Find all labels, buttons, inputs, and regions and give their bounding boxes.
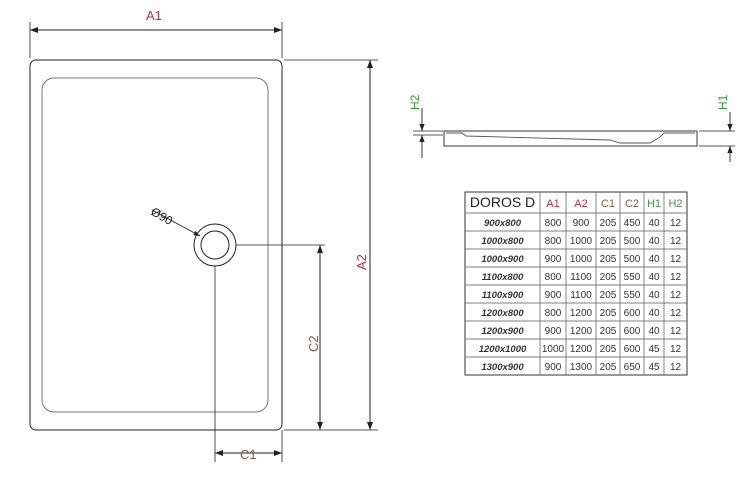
label-c1: C1 [240,447,257,462]
table-cell: 205 [600,236,617,247]
table-header-cell: C1 [601,198,615,210]
label-h2: H2 [408,94,422,110]
table-cell: 450 [624,218,641,229]
table-header-cell: H2 [668,198,682,210]
label-a2: A2 [354,254,369,270]
label-c2: C2 [306,335,321,352]
tray-profile [443,130,698,147]
table-cell: 12 [670,344,682,355]
table-cell: 40 [648,272,660,283]
table-cell: 1300 [570,362,593,373]
table-cell: 205 [600,344,617,355]
table-cell: 1100 [570,272,592,283]
table-cell: 600 [624,344,641,355]
table-cell: 800 [545,236,562,247]
table-cell: 500 [624,254,641,265]
table-cell: 1000 [570,254,593,265]
table-cell: 205 [600,290,617,301]
table-cell: 1200 [570,344,593,355]
table-cell: 40 [648,236,660,247]
table-cell: 40 [648,218,660,229]
table-model-cell: 1000x800 [481,236,524,247]
table-cell: 205 [600,326,617,337]
table-cell: 600 [624,308,641,319]
table-cell: 900 [545,326,562,337]
drain-outer [193,223,237,267]
table-header-cell: A2 [574,198,587,210]
table-cell: 600 [624,326,641,337]
table-cell: 500 [624,236,641,247]
table-model-cell: 1200x800 [481,308,524,319]
table-cell: 12 [670,272,682,283]
drain-inner [200,230,230,260]
table-cell: 40 [648,254,660,265]
table-border [464,191,688,376]
table-header-cell: H1 [647,198,661,210]
table-cell: 1200 [570,308,593,319]
table-cell: 1000 [570,236,593,247]
table-cell: 800 [545,308,562,319]
table-cell: 800 [545,272,562,283]
table-header-cell: A1 [546,198,559,210]
table-cell: 12 [670,362,682,373]
table-model-cell: 1200x1000 [479,344,527,355]
table-cell: 205 [600,362,617,373]
label-h1: H1 [716,94,730,110]
table-model-cell: 1300x900 [481,362,524,373]
table-cell: 1000 [542,344,565,355]
table-cell: 45 [648,344,660,355]
table-cell: 1200 [570,326,593,337]
table-cell: 205 [600,272,617,283]
table-model-cell: 1100x900 [482,290,524,301]
label-a1: A1 [146,8,162,23]
table-cell: 900 [545,290,562,301]
table-cell: 900 [545,254,562,265]
table-cell: 1100 [570,290,592,301]
table-cell: 40 [648,308,660,319]
table-cell: 45 [648,362,660,373]
table-cell: 12 [670,308,682,319]
table-model-cell: 1100x800 [482,272,524,283]
table-cell: 12 [670,326,682,337]
table-cell: 550 [624,272,641,283]
table-header-cell: DOROS D [470,194,535,210]
label-drain-diameter: Ø90 [149,204,176,228]
table-header-cell: C2 [625,198,639,210]
table-cell: 40 [648,290,660,301]
table-cell: 205 [600,254,617,265]
dimensions-table: DOROS D A1 A2 C1 C2 H1 H2 900x800 800 900 205 450 40… [464,191,688,376]
table-cell: 12 [670,236,682,247]
table-cell: 900 [545,362,562,373]
tray-inner [41,77,269,413]
table-cell: 900 [573,218,590,229]
table-cell: 40 [648,326,660,337]
table-cell: 800 [545,218,562,229]
table-cell: 12 [670,254,682,265]
table-cell: 550 [624,290,641,301]
side-view [413,108,735,162]
top-view [29,22,378,462]
table-cell: 12 [670,218,682,229]
table-model-cell: 1000x900 [481,254,524,265]
table-cell: 650 [624,362,641,373]
table-cell: 205 [600,218,617,229]
table-model-cell: 1200x900 [481,326,524,337]
table-cell: 205 [600,308,617,319]
table-cell: 12 [670,290,682,301]
table-model-cell: 900x800 [484,218,522,229]
